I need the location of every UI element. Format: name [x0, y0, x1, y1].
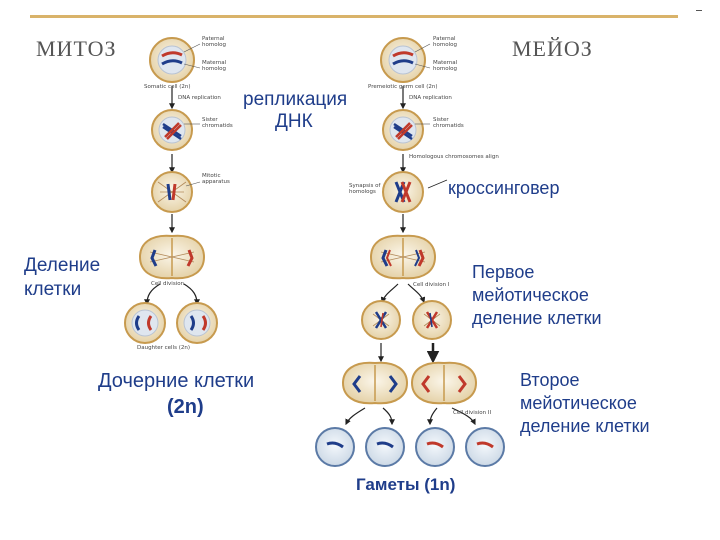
meiosis-title: МЕЙОЗ — [512, 36, 593, 61]
crossing-over-pointer — [427, 179, 448, 189]
label-maternal-homolog-left: Maternal homolog — [202, 60, 227, 72]
label-gametes: Гаметы (1n) — [356, 475, 456, 494]
label-somatic-cell: Somatic cell (2n) — [144, 84, 191, 90]
label-paternal-homolog-right: Paternal homolog — [433, 36, 457, 48]
label-cell-division-line1: Деление — [24, 255, 101, 276]
gamete-2 — [365, 427, 405, 467]
gamete-3 — [415, 427, 455, 467]
label-cell-division-i: Cell division I — [413, 282, 450, 288]
mitosis-cell-replicated — [151, 109, 193, 151]
label-sister-chromatids-right: Sister chromatids — [433, 117, 464, 129]
label-dna-replication-left: DNA replication — [178, 95, 221, 101]
meiosis-cell-synapsis — [382, 171, 424, 213]
arrow-gamete-2 — [382, 407, 395, 426]
mitosis-cell-apparatus — [151, 171, 193, 213]
label-mitotic-apparatus: Mitotic apparatus — [202, 173, 230, 185]
meiosis-i-cell-1 — [361, 300, 401, 340]
label-crossing-over: кроссинговер — [448, 178, 560, 198]
mitosis-title: МИТОЗ — [36, 36, 117, 61]
label-sister-chromatids-left: Sister chromatids — [202, 117, 233, 129]
header-rule — [30, 15, 678, 18]
label-first-division-line3: деление клетки — [472, 308, 602, 328]
label-maternal-homolog-right: Maternal homolog — [433, 60, 458, 72]
label-cell-division-ii: Cell division II — [453, 410, 492, 416]
label-first-division-line2: мейотическое — [472, 285, 589, 305]
meiosis-cell-dividing — [369, 234, 437, 280]
arrow-gamete-1 — [345, 407, 366, 426]
label-cell-division-line2: клетки — [24, 279, 82, 300]
label-first-division-line1: Первое — [472, 262, 535, 282]
daughter-cell-1 — [124, 302, 166, 344]
mitosis-cell-somatic — [149, 37, 195, 83]
mitosis-cell-dividing — [138, 234, 206, 280]
label-replication-line2: ДНК — [275, 111, 313, 132]
label-dna-replication-right: DNA replication — [409, 95, 452, 101]
label-homologous-align: Homologous chromosomes align — [409, 154, 499, 160]
label-cell-division-small: Cell division — [151, 281, 185, 287]
meiosis-cell-replicated — [382, 109, 424, 151]
gamete-1 — [315, 427, 355, 467]
label-two-n: (2n) — [167, 396, 204, 418]
label-paternal-homolog-left: Paternal homolog — [202, 36, 226, 48]
corner-dash — [696, 10, 702, 11]
label-second-division-line2: мейотическое — [520, 393, 637, 413]
arrow-meiosis-4a — [380, 283, 399, 304]
daughter-cell-2 — [176, 302, 218, 344]
arrow-meiosis-4b — [407, 283, 426, 304]
label-second-division-line3: деление клетки — [520, 416, 650, 436]
meiosis-cell-germ — [380, 37, 426, 83]
meiosis-ii-cell-left — [341, 361, 409, 405]
arrow-gamete-3 — [427, 407, 438, 426]
label-daughter-cells-small: Daughter cells (2n) — [137, 345, 190, 351]
arrow-mitosis-4a — [144, 283, 161, 306]
meiosis-ii-cell-right — [410, 361, 478, 405]
meiosis-i-cell-2 — [412, 300, 452, 340]
label-premeiotic-cell: Premeiotic germ cell (2n) — [368, 84, 438, 90]
label-synapsis: Synapsis of homologs — [349, 183, 381, 195]
label-replication-line1: репликация — [243, 89, 348, 110]
gamete-4 — [465, 427, 505, 467]
label-second-division-line1: Второе — [520, 370, 580, 390]
label-daughter-cells: Дочерние клетки — [98, 370, 255, 392]
arrow-gamete-4 — [451, 407, 476, 426]
